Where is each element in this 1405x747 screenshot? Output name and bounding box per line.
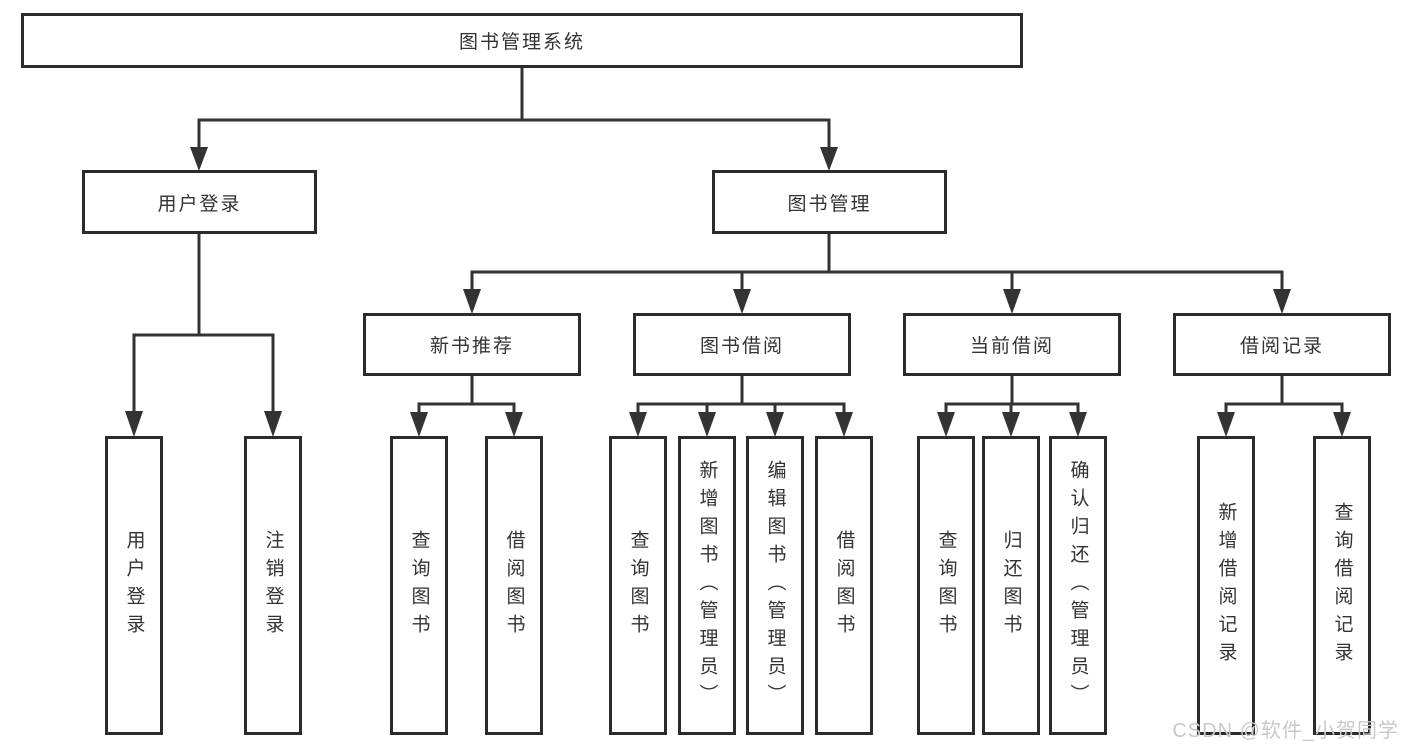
node-label: 新增借阅记录 [1215, 501, 1237, 670]
node-borrowing-records: 借阅记录 [1173, 313, 1391, 376]
node-label: 当前借阅 [969, 336, 1054, 357]
node-label: 借阅记录 [1239, 336, 1324, 357]
node-label: 图书管理系统 [458, 32, 585, 53]
node-label: 图书管理 [787, 193, 872, 215]
node-label: 图书借阅 [699, 336, 784, 357]
node-leaf-query-books-borrow: 查询图书 [609, 436, 667, 735]
node-leaf-borrow-books: 借阅图书 [815, 436, 873, 735]
node-label: 查询图书 [408, 529, 430, 642]
node-label: 新增图书（管理员） [696, 459, 718, 712]
node-label: 确认归还（管理员） [1067, 459, 1089, 712]
node-leaf-user-login: 用户登录 [105, 436, 163, 735]
node-label: 用户登录 [157, 193, 242, 215]
connector-borrow-records-to-leaves [1217, 376, 1351, 437]
connector-new-books-to-leaves [410, 376, 523, 437]
node-new-book-recommend: 新书推荐 [363, 313, 581, 376]
node-leaf-query-books-current: 查询图书 [917, 436, 975, 735]
connector-book-mgmt-to-level3 [463, 234, 1291, 314]
node-label: 查询图书 [627, 529, 649, 642]
connector-book-borrow-to-leaves [629, 376, 853, 437]
node-leaf-query-books-recommend: 查询图书 [390, 436, 448, 735]
node-leaf-add-books-admin: 新增图书（管理员） [678, 436, 736, 735]
node-label: 编辑图书（管理员） [764, 459, 786, 712]
node-leaf-logout: 注销登录 [244, 436, 302, 735]
node-current-borrowing: 当前借阅 [903, 313, 1121, 376]
node-leaf-borrow-books-recommend: 借阅图书 [485, 436, 543, 735]
node-leaf-query-borrow-record: 查询借阅记录 [1313, 436, 1371, 735]
node-user-login: 用户登录 [82, 170, 317, 234]
node-book-management: 图书管理 [712, 170, 947, 234]
node-label: 新书推荐 [429, 336, 514, 357]
node-leaf-edit-books-admin: 编辑图书（管理员） [746, 436, 804, 735]
node-label: 归还图书 [1000, 529, 1022, 642]
node-leaf-add-borrow-record: 新增借阅记录 [1197, 436, 1255, 735]
node-leaf-return-books: 归还图书 [982, 436, 1040, 735]
csdn-watermark: CSDN @软件_小贺同学 [1172, 720, 1399, 742]
node-book-borrowing: 图书借阅 [633, 313, 851, 376]
node-label: 查询借阅记录 [1331, 501, 1353, 670]
node-label: 查询图书 [935, 529, 957, 642]
connector-user-login-to-leaves [125, 234, 282, 437]
node-label: 用户登录 [123, 529, 145, 642]
connector-root-to-level2 [190, 68, 838, 171]
node-label: 注销登录 [262, 529, 284, 642]
connector-current-borrow-to-leaves [937, 376, 1087, 437]
node-label: 借阅图书 [503, 529, 525, 642]
node-label: 借阅图书 [833, 529, 855, 642]
node-library-management-system: 图书管理系统 [21, 13, 1023, 68]
node-leaf-confirm-return-admin: 确认归还（管理员） [1049, 436, 1107, 735]
